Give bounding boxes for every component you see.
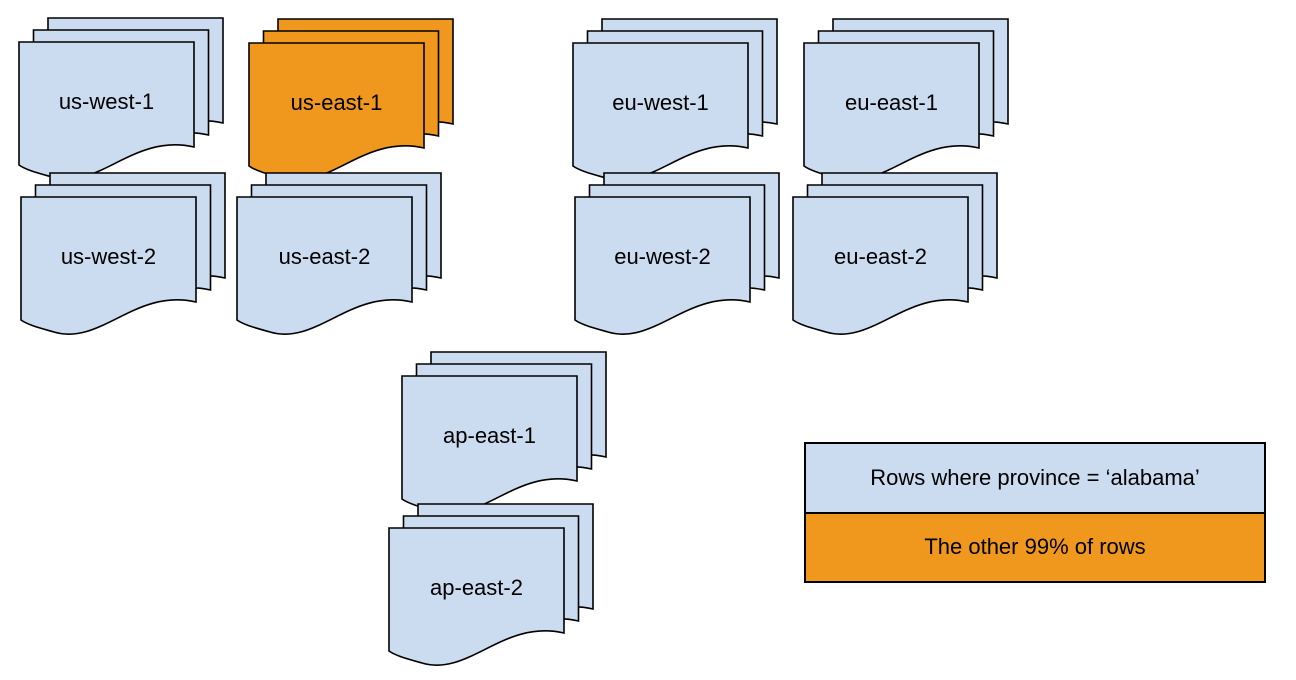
region-label-us-east-2: us-east-2 <box>278 244 371 269</box>
region-stack-us-east-2: us-east-2 <box>236 172 443 339</box>
region-stack-eu-east-1: eu-east-1 <box>803 18 1010 185</box>
region-label-eu-east-2: eu-east-2 <box>834 244 927 269</box>
region-stack-eu-west-2: eu-west-2 <box>574 172 781 339</box>
region-stack-ap-east-1: ap-east-1 <box>401 351 608 518</box>
region-stack-us-west-1: us-west-1 <box>18 17 225 184</box>
region-label-us-east-1: us-east-1 <box>290 90 383 115</box>
region-label-eu-east-1: eu-east-1 <box>845 90 938 115</box>
region-stack-us-west-2: us-west-2 <box>20 172 227 339</box>
legend: Rows where province = ‘alabama’ The othe… <box>804 442 1266 583</box>
region-stack-eu-west-1: eu-west-1 <box>572 18 779 185</box>
region-stack-eu-east-2: eu-east-2 <box>792 172 999 339</box>
region-label-ap-east-1: ap-east-1 <box>443 423 536 448</box>
region-label-ap-east-2: ap-east-2 <box>430 575 523 600</box>
region-label-us-west-1: us-west-1 <box>58 89 155 114</box>
region-label-eu-west-2: eu-west-2 <box>614 244 711 269</box>
legend-row-alabama-rows: Rows where province = ‘alabama’ <box>806 444 1264 514</box>
legend-row-other-rows: The other 99% of rows <box>806 513 1264 581</box>
region-stack-us-east-1: us-east-1 <box>248 18 455 185</box>
region-label-eu-west-1: eu-west-1 <box>612 90 709 115</box>
region-label-us-west-2: us-west-2 <box>60 244 157 269</box>
region-stack-ap-east-2: ap-east-2 <box>388 503 595 670</box>
